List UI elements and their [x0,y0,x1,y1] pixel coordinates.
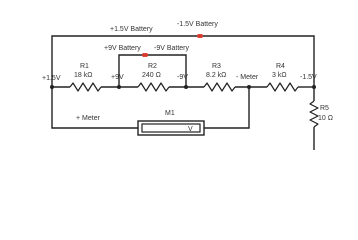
battery-9v-negative-terminal [144,53,148,57]
node-n2-dot [117,85,121,89]
wire-top-loop-right [201,35,315,87]
label-battery-1-5v-positive: +1.5V Battery [110,26,153,33]
battery-1-5v-negative-terminal [199,34,203,38]
label-r3-value: 8.2 kΩ [206,72,226,79]
wire-meter-plus [51,87,138,129]
resistor-r5-symbol [309,100,319,128]
resistor-r3-symbol [203,82,236,92]
schematic-canvas: +1.5V Battery -1.5V Battery +9V Battery … [42,21,333,150]
label-r5-name: R5 [320,105,329,112]
label-meter-plus: + Meter [76,115,101,122]
label-r1-value: 18 kΩ [74,72,92,79]
label-battery-9v-negative: -9V Battery [154,45,190,52]
label-r2-name: R2 [148,63,157,70]
wire-top-loop-left [51,35,199,87]
node-n5-dot [312,85,316,89]
wire-9v-loop-right [146,54,187,87]
label-node-n5: -1.5V [300,74,317,81]
resistor-r2-symbol [137,82,170,92]
wire-9v-loop-left [118,54,144,87]
node-n3-dot [184,85,188,89]
label-r4-value: 3 kΩ [272,72,287,79]
label-node-n3: -9V [177,74,188,81]
wire-meter-minus [204,87,250,129]
label-battery-1-5v-negative: -1.5V Battery [177,21,218,28]
label-battery-9v-positive: +9V Battery [104,45,141,52]
node-n4-dot [247,85,251,89]
label-meter-symbol: V [188,126,193,133]
meter-m1-display [141,123,201,133]
node-n1-dot [50,85,54,89]
circuit-schematic: +1.5V Battery -1.5V Battery +9V Battery … [42,21,333,150]
label-meter-name: M1 [165,110,175,117]
label-node-n4: - Meter [236,74,259,81]
label-r2-value: 240 Ω [142,72,161,79]
resistor-r1-symbol [69,82,102,92]
label-r4-name: R4 [276,63,285,70]
label-r5-value: 10 Ω [318,115,333,122]
label-r1-name: R1 [80,63,89,70]
label-r3-name: R3 [212,63,221,70]
label-node-n2: +9V [111,74,124,81]
label-node-n1: +1.5V [42,75,61,82]
resistor-r4-symbol [266,82,299,92]
